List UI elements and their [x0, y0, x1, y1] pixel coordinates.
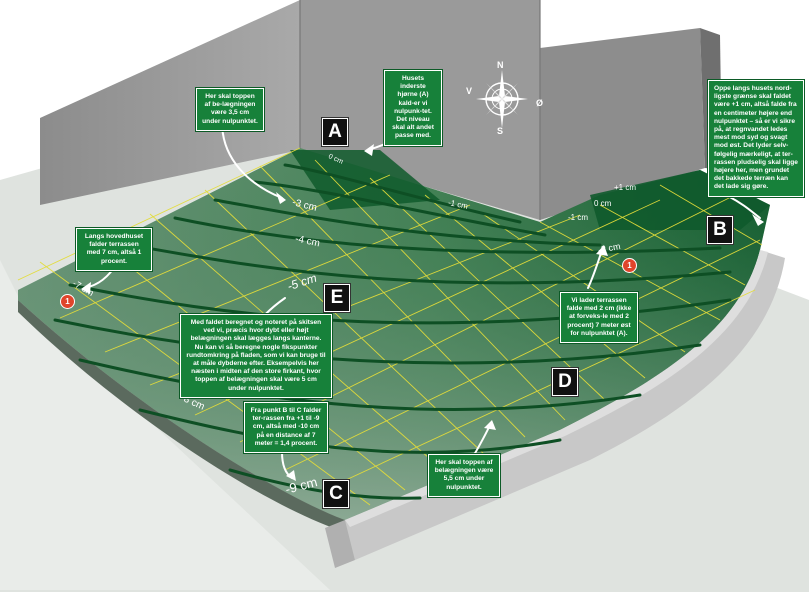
note-left: Langs hovedhuset falder terrassen med 7 …: [76, 228, 152, 271]
contour-label-zero-b: 0 cm: [594, 199, 612, 208]
note-center: Med faldet beregnet og noteret på skitse…: [180, 314, 332, 398]
note-top-right: Oppe langs husets nord-ligste grænse ska…: [708, 80, 804, 197]
marker-a: A: [322, 118, 348, 146]
marker-c: C: [323, 480, 349, 508]
contour-label-minus1-b: -1 cm: [568, 213, 588, 222]
note-bottom-right: Her skal toppen af belægningen være 5,5 …: [428, 454, 500, 497]
contour-label-plus1-b: +1 cm: [614, 183, 637, 192]
raised-plate-a: [290, 150, 440, 210]
compass-rose-icon: [476, 70, 528, 128]
marker-b: B: [707, 216, 733, 244]
marker-e: E: [324, 284, 350, 312]
badge-one-left: 1: [60, 294, 75, 309]
compass-west: V: [466, 86, 473, 96]
badge-one-right: 1: [622, 258, 637, 273]
note-top-left: Her skal toppen af be-lægningen være 3,5…: [196, 88, 264, 131]
compass-east: Ø: [536, 98, 544, 108]
house-wall-right: [540, 28, 705, 220]
house-wall-left: [40, 0, 300, 205]
note-right: Vi lader terrassen falde med 2 cm (ikke …: [560, 292, 638, 344]
marker-d: D: [552, 368, 578, 396]
ground-shadow-left: [0, 260, 330, 590]
note-top-mid: Husets inderste hjørne (A) kald-er vi nu…: [384, 70, 442, 146]
compass-north: N: [497, 60, 504, 70]
curb-end: [325, 520, 355, 568]
compass-south: S: [497, 126, 504, 136]
note-bottom-center: Fra punkt B til C falder ter-rassen fra …: [244, 402, 328, 454]
terrace-edge: [18, 300, 345, 532]
